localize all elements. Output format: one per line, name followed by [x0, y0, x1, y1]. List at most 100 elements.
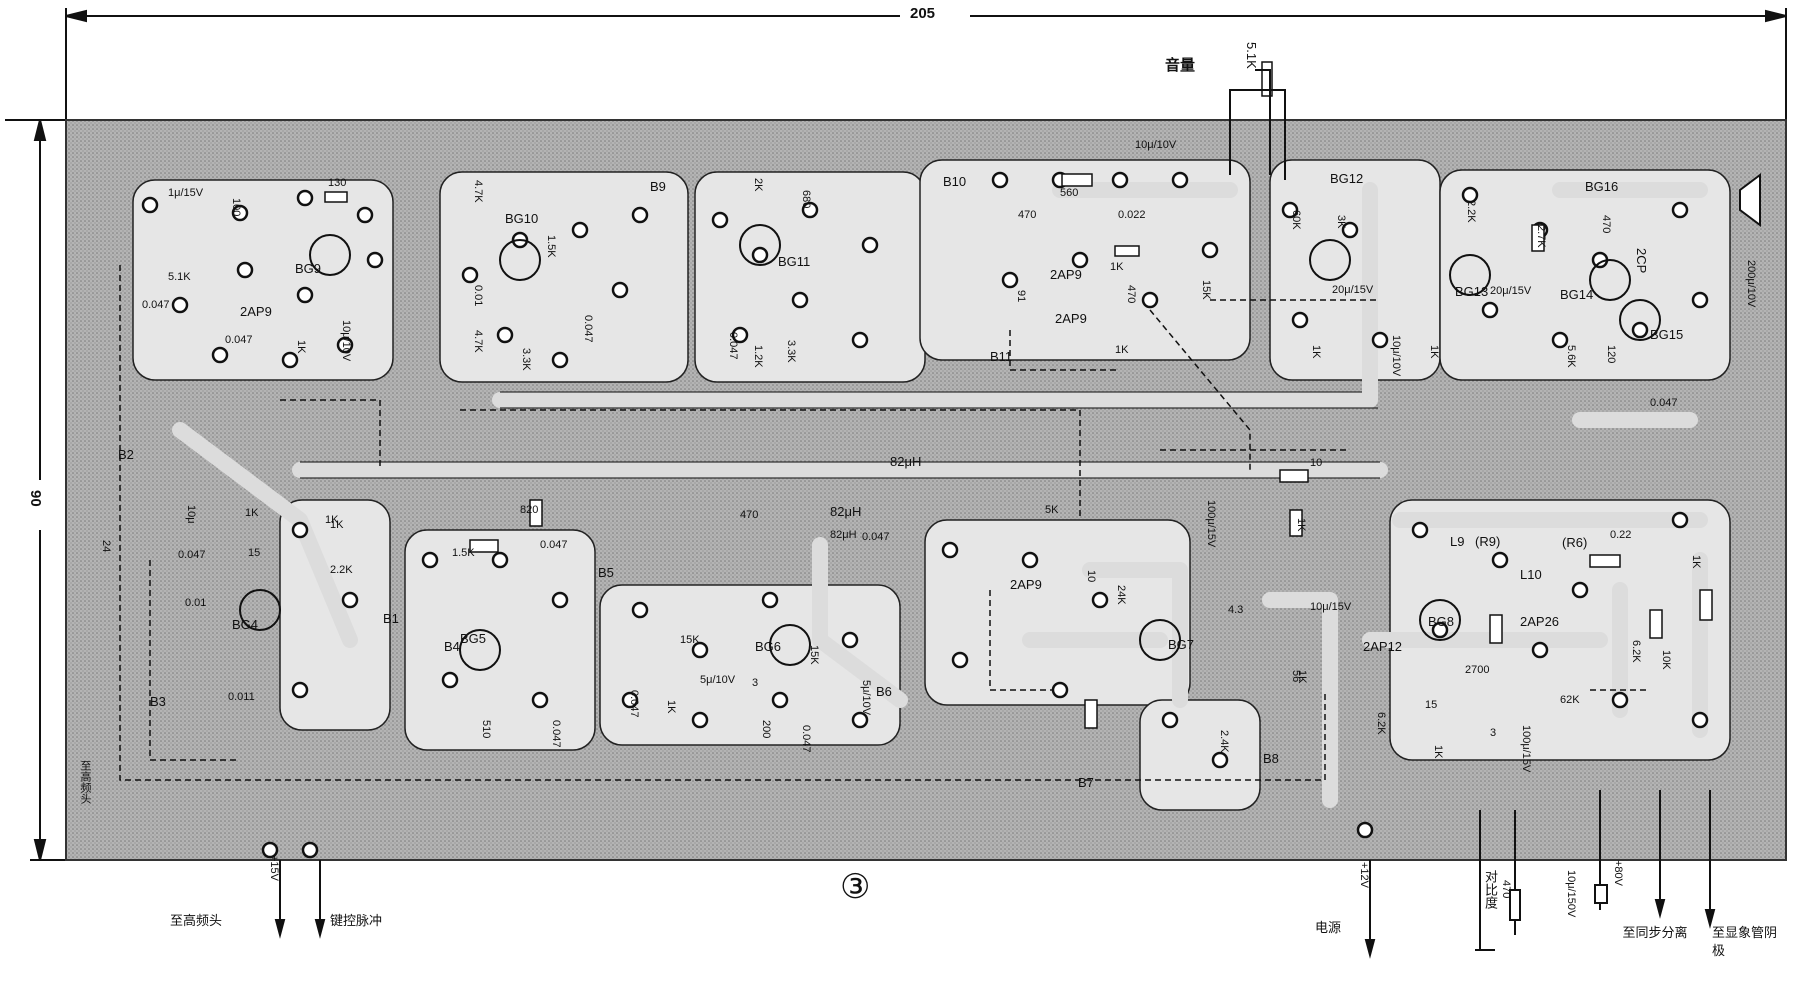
- component-label: 0.047: [727, 332, 739, 360]
- component-label: 130: [328, 177, 347, 189]
- component-label: 6.2K: [1630, 640, 1642, 663]
- component-label: 82μH: [830, 529, 857, 541]
- diode-label: 2CP: [1634, 248, 1649, 274]
- contrast-value: 470: [1500, 880, 1512, 899]
- component-label: 0.022: [1118, 209, 1146, 221]
- left-edge-label: 至高频头: [79, 760, 92, 804]
- component-label: 15: [248, 547, 261, 559]
- component-label: 20μ/15V: [1490, 285, 1532, 297]
- component-label: 15: [1425, 699, 1438, 711]
- component-label: 100μ/15V: [1205, 500, 1217, 548]
- component-label: 0.01: [185, 597, 207, 609]
- inductor-label: (R9): [1475, 534, 1501, 549]
- component-label: 4.3: [1228, 604, 1244, 616]
- transformer-label: B8: [1263, 751, 1279, 766]
- transformer-label: B10: [943, 174, 967, 189]
- component-label: 3K: [1335, 215, 1347, 229]
- inductor-label: L9: [1450, 534, 1465, 549]
- component-label: 200: [760, 720, 772, 739]
- component-label: 510: [480, 720, 492, 739]
- component-label: 10K: [1660, 650, 1672, 670]
- contrast-label: 对比度: [1482, 870, 1497, 909]
- plus-80v-label: +80V: [1612, 860, 1624, 886]
- component-label: 2700: [1465, 664, 1490, 676]
- transistor-label: BG7: [1168, 637, 1195, 652]
- component-label: 60K: [1290, 210, 1302, 230]
- component-label: 0.047: [862, 531, 890, 543]
- component-label: 200μ/10V: [1745, 260, 1757, 308]
- component-label: 2.2K: [330, 564, 353, 576]
- component-label: 5.6K: [1565, 345, 1577, 368]
- component-label: 1.5K: [452, 547, 475, 559]
- transistor-label: BG9: [295, 261, 322, 276]
- component-label: 1K: [665, 700, 677, 714]
- component-label: 560: [1060, 187, 1079, 199]
- component-label: 24K: [1115, 585, 1127, 605]
- component-label: 3: [1490, 727, 1497, 739]
- component-label: 1K: [330, 519, 344, 531]
- output-leads: [274, 790, 1716, 959]
- transformer-label: B3: [150, 694, 166, 709]
- component-label: 0.047: [225, 334, 253, 346]
- diode-label: 2AP9: [240, 304, 272, 319]
- width-dimension: 205: [910, 5, 936, 22]
- transistor-label: BG16: [1585, 179, 1619, 194]
- component-label: 470: [740, 509, 759, 521]
- pcb-trace-outlines: [300, 391, 1380, 479]
- component-label: 2.7K: [1535, 225, 1547, 248]
- component-label: 5K: [1045, 504, 1059, 516]
- volume-potentiometer: [1229, 69, 1286, 180]
- component-label: 1K: [1115, 344, 1129, 356]
- component-label: 0.047: [540, 539, 568, 551]
- component-label: 100: [230, 198, 242, 217]
- component-label: 0.22: [1610, 529, 1632, 541]
- solder-pads: [141, 171, 1709, 859]
- component-label: 0.011: [228, 691, 255, 703]
- component-label: 10μ: [185, 505, 197, 524]
- component-label: 470: [1018, 209, 1037, 221]
- height-dimension-line: [5, 119, 66, 861]
- component-label: 15K: [808, 645, 820, 665]
- component-label: 0.047: [800, 725, 812, 753]
- component-label: 1K: [1690, 555, 1702, 569]
- component-label: 0.047: [142, 299, 170, 311]
- diode-label: 2AP12: [1363, 639, 1403, 654]
- component-label: 2K: [752, 178, 764, 192]
- transformer-label: B2: [118, 447, 134, 462]
- component-label: 0.047: [628, 690, 640, 718]
- component-label: 3.3K: [785, 340, 797, 363]
- transistor-label: BG5: [460, 631, 487, 646]
- component-label: 1μ/15V: [168, 187, 204, 199]
- transformer-label: B6: [876, 684, 892, 699]
- component-label: 24: [100, 540, 112, 553]
- transistor-label: BG8: [1428, 614, 1455, 629]
- component-label: 10μ/10V: [340, 320, 352, 362]
- component-label: 1K: [1432, 745, 1444, 759]
- component-label: 1K: [1296, 670, 1308, 684]
- speaker-symbol: [1739, 173, 1761, 227]
- transformer-label: B4: [444, 639, 460, 654]
- component-label: 0.047: [582, 315, 594, 343]
- component-label: 20μ/15V: [1332, 284, 1374, 296]
- component-label: 0.047: [178, 549, 206, 561]
- width-dimension-line: [65, 8, 1787, 120]
- component-label: 0.047: [1650, 397, 1678, 409]
- to-crt-cathode-label: 至显象管阴极: [1712, 926, 1778, 959]
- cap-150v-label: 10μ/150V: [1565, 870, 1577, 918]
- diode-label: 2AP9: [1055, 311, 1087, 326]
- component-label: 5μ/10V: [700, 674, 736, 686]
- transformer-label: B5: [598, 565, 614, 580]
- diode-label: 2AP9: [1050, 267, 1082, 282]
- component-label: 10μ/15V: [1310, 601, 1352, 613]
- inductor-label: 82μH: [890, 454, 922, 469]
- component-bodies: [324, 61, 1713, 729]
- transistor-label: BG6: [755, 639, 782, 654]
- transistor-label: BG4: [232, 617, 259, 632]
- component-label: 3.3K: [520, 348, 532, 371]
- component-label: 2.2K: [1465, 200, 1477, 223]
- to-sync-separator-label: 至同步分离: [1622, 926, 1688, 941]
- inductor-label: 82μH: [830, 504, 862, 519]
- component-label: 5μ/10V: [860, 680, 872, 716]
- supply-voltage-label: +15V: [268, 855, 280, 881]
